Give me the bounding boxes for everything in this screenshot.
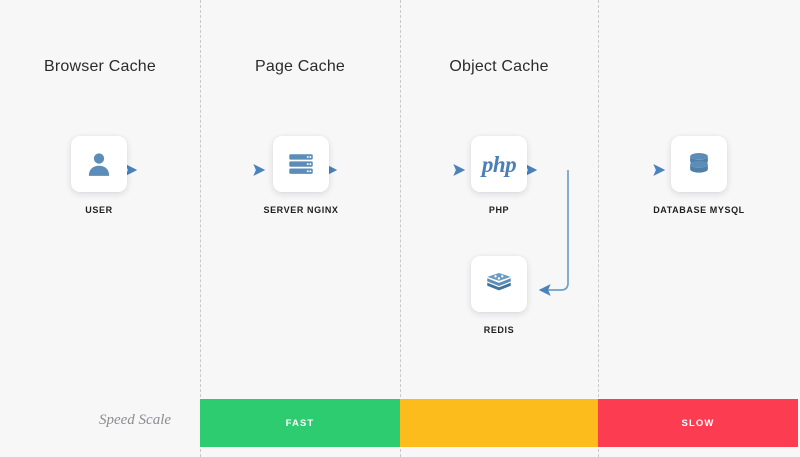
node-nginx[interactable]: SERVER NGINX [251,136,351,215]
speed-segment-medium [400,399,598,447]
user-icon [88,153,110,176]
node-nginx-card[interactable] [273,136,329,192]
speed-segment-fast: FAST [200,399,400,447]
node-php-card[interactable]: php [471,136,527,192]
speed-scale-label: Speed Scale [98,412,172,428]
php-icon: php [481,151,517,177]
column-title-browser-cache: Browser Cache [44,58,156,75]
speed-scale-bar: FAST SLOW [200,399,798,447]
node-mysql-card[interactable] [671,136,727,192]
column-divider-2 [400,0,401,457]
node-user-card[interactable] [71,136,127,192]
server-icon [289,154,313,174]
node-php[interactable]: php PHP [449,136,549,215]
node-mysql[interactable]: DATABASE MYSQL [649,136,749,215]
connector-php-redis [538,170,569,296]
column-title-page-cache: Page Cache [254,58,346,75]
node-nginx-label: SERVER NGINX [263,205,339,215]
database-icon [690,153,708,173]
column-title-object-cache: Object Cache [449,58,549,75]
speed-segment-slow: SLOW [598,399,798,447]
node-redis-label: REDIS [483,325,515,335]
node-mysql-label: DATABASE MYSQL [653,205,745,215]
column-divider-1 [200,0,201,457]
node-user[interactable]: USER [49,136,149,215]
node-redis-card[interactable] [471,256,527,312]
node-user-label: USER [85,205,113,215]
node-php-label: PHP [488,205,510,215]
redis-icon [487,273,511,291]
node-redis[interactable]: REDIS [449,256,549,335]
column-divider-3 [598,0,599,457]
